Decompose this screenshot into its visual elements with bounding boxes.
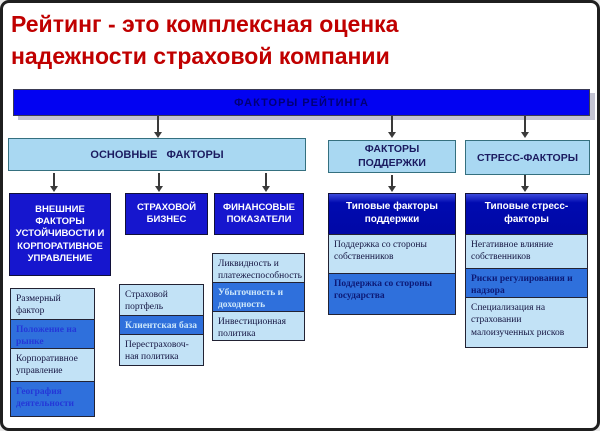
support-factors-label: ФАКТОРЫ ПОДДЕРЖКИ: [358, 143, 426, 169]
list-item: Перестраховоч-ная политика: [119, 334, 204, 366]
page-title-line1: Рейтинг - это комплексная оценка: [11, 11, 399, 37]
main-factors-header: ОСНОВНЫЕ ФАКТОРЫ: [8, 138, 306, 171]
list-item: Ликвидность и платежеспособность: [212, 253, 305, 283]
financial-indicators-box: ФИНАНСОВЫЕ ПОКАЗАТЕЛИ: [214, 193, 304, 235]
external-factors-box: ВНЕШНИЕ ФАКТОРЫ УСТОЙЧИВОСТИ И КОРПОРАТИ…: [9, 193, 111, 276]
arrow-down-icon: [262, 173, 269, 192]
page-title-line2: надежности страховой компании: [11, 42, 390, 69]
arrow-down-icon: [388, 175, 395, 192]
arrow-down-icon: [521, 175, 528, 192]
stress-factors-header: СТРЕСС-ФАКТОРЫ: [465, 140, 590, 175]
list-item: Корпоративное управление: [10, 348, 95, 382]
arrow-down-icon: [154, 116, 161, 138]
list-item: Клиентская база: [119, 315, 204, 335]
arrow-down-icon: [521, 116, 528, 138]
insurance-business-label: СТРАХОВОЙ БИЗНЕС: [136, 201, 197, 225]
list-item: Размерный фактор: [10, 288, 95, 320]
stress-factors-label: СТРЕСС-ФАКТОРЫ: [477, 151, 578, 164]
page-title: Рейтинг - это комплексная оценка надежно…: [11, 9, 481, 72]
external-factors-label: ВНЕШНИЕ ФАКТОРЫ УСТОЙЧИВОСТИ И КОРПОРАТИ…: [15, 203, 105, 265]
list-item: География деятельности: [10, 381, 95, 417]
support-factors-list: Поддержка со стороны собственников Подде…: [328, 234, 456, 315]
external-factors-list: Размерный фактор Положение на рынке Корп…: [10, 288, 95, 417]
insurance-business-box: СТРАХОВОЙ БИЗНЕС: [125, 193, 208, 235]
arrow-down-icon: [50, 173, 57, 192]
rating-factors-banner: ФАКТОРЫ РЕЙТИНГА: [13, 89, 590, 116]
typical-stress-factors-label: Типовые стресс-факторы: [484, 201, 569, 225]
main-factors-label: ОСНОВНЫЕ ФАКТОРЫ: [90, 148, 224, 161]
financial-indicators-label: ФИНАНСОВЫЕ ПОКАЗАТЕЛИ: [222, 201, 296, 225]
list-item: Положение на рынке: [10, 319, 95, 349]
list-item: Страховой портфель: [119, 284, 204, 316]
insurance-business-list: Страховой портфель Клиентская база Перес…: [119, 284, 204, 366]
stress-factors-list: Негативное влияние собственников Риски р…: [465, 234, 588, 348]
arrow-down-icon: [388, 116, 395, 138]
list-item: Поддержка со стороны государства: [328, 273, 456, 315]
list-item: Убыточность и доходность: [212, 282, 305, 312]
list-item: Поддержка со стороны собственников: [328, 234, 456, 274]
list-item: Инвестиционная политика: [212, 311, 305, 341]
typical-support-factors-header: Типовые факторы поддержки: [328, 193, 456, 235]
support-factors-header: ФАКТОРЫ ПОДДЕРЖКИ: [328, 140, 456, 173]
list-item: Негативное влияние собственников: [465, 234, 588, 269]
list-item: Специализация на страховании малоизученн…: [465, 297, 588, 348]
banner-label: ФАКТОРЫ РЕЙТИНГА: [234, 96, 369, 109]
list-item: Риски регулирования и надзора: [465, 268, 588, 298]
typical-stress-factors-header: Типовые стресс-факторы: [465, 193, 588, 235]
arrow-down-icon: [155, 173, 162, 192]
financial-indicators-list: Ликвидность и платежеспособность Убыточн…: [212, 253, 305, 341]
typical-support-factors-label: Типовые факторы поддержки: [346, 201, 438, 225]
